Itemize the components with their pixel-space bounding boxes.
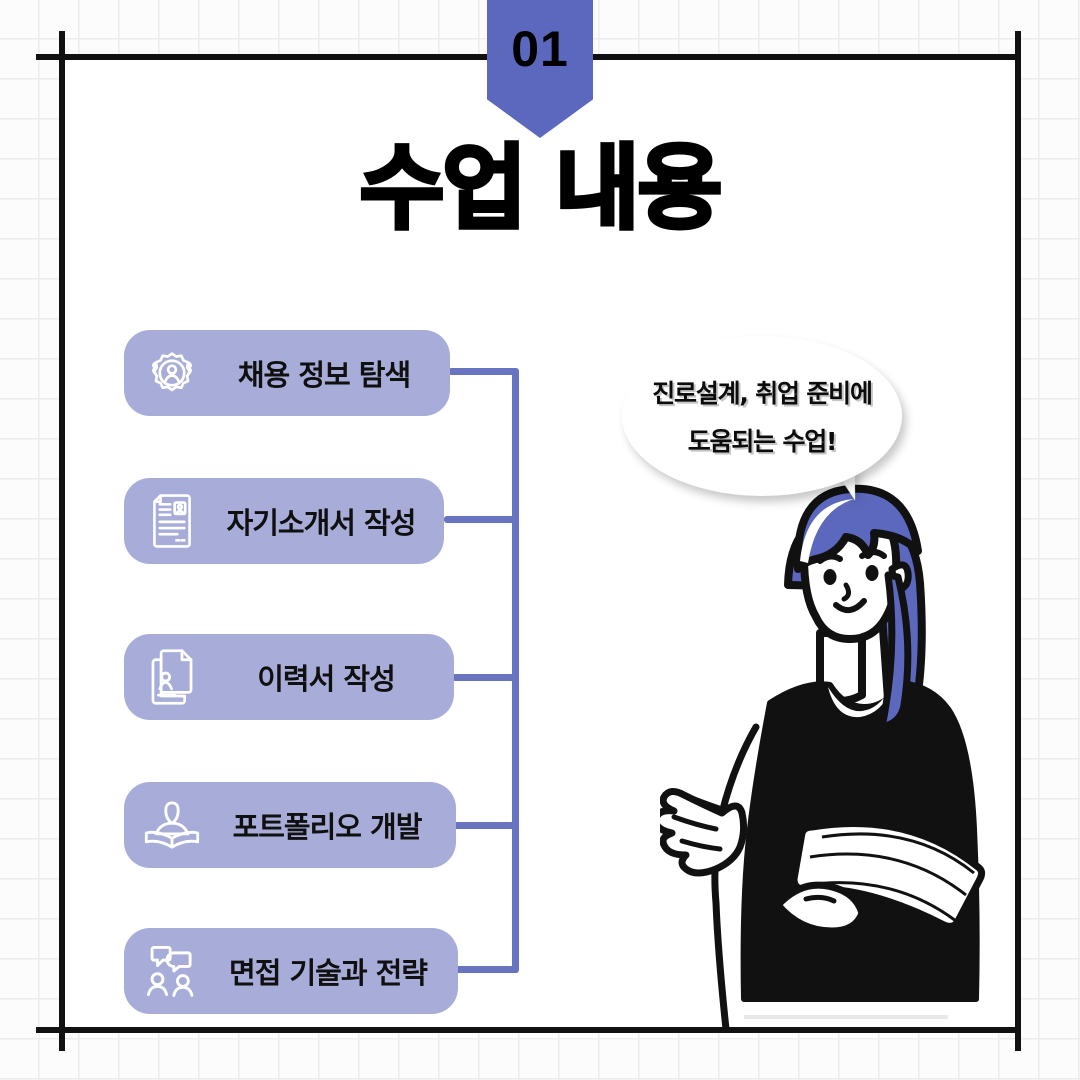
connector-branch-2 (444, 516, 518, 523)
section-number: 01 (511, 21, 569, 77)
curriculum-item-1-label: 채용 정보 탐색 (237, 358, 411, 392)
speech-bubble-text: 진로설계, 취업 준비에 도움되는 수업! (622, 336, 902, 496)
resume-document-icon (132, 485, 212, 557)
curriculum-item-4[interactable]: 포트폴리오 개발 (124, 782, 456, 868)
speech-bubble-body (622, 336, 902, 496)
speech-bubble: 진로설계, 취업 준비에 도움되는 수업! (622, 336, 902, 504)
curriculum-item-2[interactable]: 자기소개서 작성 (124, 478, 444, 564)
connector-branch-1 (448, 368, 518, 375)
woman-presenting-illustration (660, 465, 1030, 1030)
connector-branch-5 (452, 966, 518, 973)
curriculum-item-4-label: 포트폴리오 개발 (232, 810, 423, 844)
curriculum-item-3[interactable]: 이력서 작성 (124, 634, 454, 720)
person-book-icon (132, 789, 212, 861)
frame-bottom-line (36, 1027, 1018, 1033)
speech-bubble-line-2: 도움되는 수업! (687, 427, 838, 456)
interview-people-icon (132, 935, 212, 1007)
speech-bubble-line-1: 진로설계, 취업 준비에 (652, 379, 873, 408)
connector-branch-4 (450, 822, 518, 829)
section-number-ribbon: 01 (487, 0, 593, 138)
connector-spine (512, 368, 519, 973)
connector-branch-3 (452, 674, 518, 681)
curriculum-item-2-label: 자기소개서 작성 (226, 506, 417, 540)
frame-left-line (59, 31, 65, 1051)
curriculum-item-3-label: 이력서 작성 (257, 662, 396, 696)
stacked-documents-icon (132, 641, 212, 713)
gear-person-icon (132, 337, 212, 409)
curriculum-item-5[interactable]: 면접 기술과 전략 (124, 928, 458, 1014)
curriculum-item-5-label: 면접 기술과 전략 (229, 956, 428, 990)
frame-right-line (1015, 31, 1021, 1051)
curriculum-item-1[interactable]: 채용 정보 탐색 (124, 330, 450, 416)
page-title: 수업 내용 (358, 135, 725, 242)
